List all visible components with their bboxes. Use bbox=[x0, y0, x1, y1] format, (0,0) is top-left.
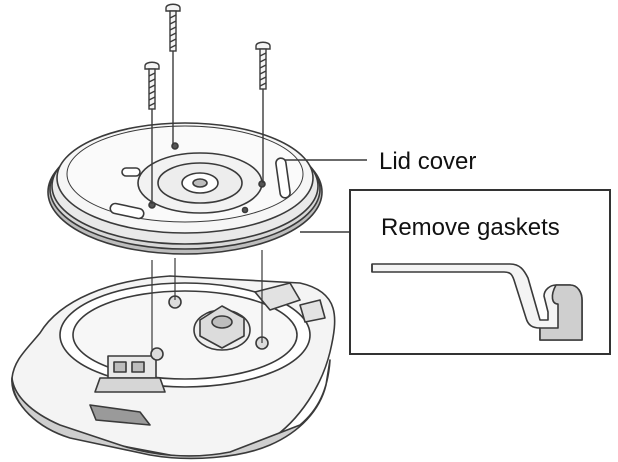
lid-cover-plate bbox=[56, 122, 314, 234]
screw-left bbox=[144, 61, 160, 204]
remove-gaskets-label: Remove gaskets bbox=[381, 214, 560, 241]
gasket-callout-box bbox=[349, 189, 611, 355]
appliance-base bbox=[11, 275, 336, 460]
screw-center bbox=[165, 3, 181, 145]
lid-cover-label: Lid cover bbox=[379, 148, 477, 175]
gasket-cross-section bbox=[371, 263, 583, 341]
screw-right bbox=[255, 41, 271, 183]
assembly-guide-lines bbox=[151, 250, 263, 352]
